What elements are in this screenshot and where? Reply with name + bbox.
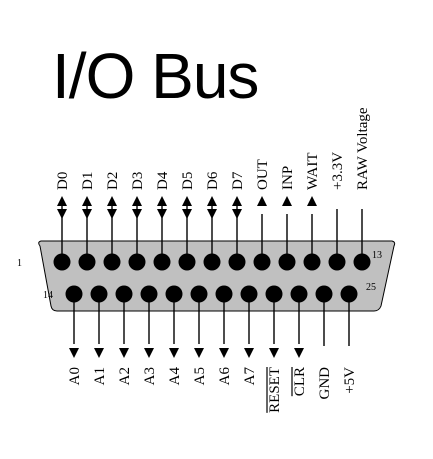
- pin-20-contact: [215, 285, 233, 303]
- pin-22-arrow-down-icon: [269, 348, 279, 358]
- pin-2-arrow-down-icon: [82, 209, 92, 219]
- pin-22-contact: [265, 285, 283, 303]
- pin-2-label: D1: [80, 172, 96, 190]
- pin-24-contact: [315, 285, 333, 303]
- pin-7-contact: [203, 253, 221, 271]
- pin-18-label: A4: [167, 367, 183, 386]
- pin-7-arrow-down-icon: [207, 209, 217, 219]
- pin-11-arrow-up-icon: [307, 196, 317, 206]
- pin-11-label: WAIT: [305, 153, 321, 191]
- pin-number-25: 25: [366, 282, 376, 293]
- pin-16-label: A2: [117, 367, 133, 385]
- pin-17-label: A3: [142, 367, 158, 385]
- pin-12-contact: [328, 253, 346, 271]
- pin-10-contact: [278, 253, 296, 271]
- pin-13-label: RAW Voltage: [355, 107, 371, 190]
- pin-14-contact: [65, 285, 83, 303]
- pin-19-contact: [190, 285, 208, 303]
- pin-14-label: A0: [67, 367, 83, 385]
- pin-3-contact: [103, 253, 121, 271]
- pin-17-contact: [140, 285, 158, 303]
- pin-17-arrow-down-icon: [144, 348, 154, 358]
- pin-22-label: RESET: [267, 367, 283, 413]
- pin-4-label: D3: [130, 172, 146, 190]
- pin-8-label: D7: [230, 171, 246, 190]
- pin-15-label: A1: [92, 367, 108, 385]
- pin-16-arrow-down-icon: [119, 348, 129, 358]
- pin-3-arrow-down-icon: [107, 209, 117, 219]
- pin-10-label: INP: [280, 166, 296, 190]
- pin-23-arrow-down-icon: [294, 348, 304, 358]
- pin-1-arrow-down-icon: [57, 209, 67, 219]
- pin-4-arrow-up-icon: [132, 196, 142, 206]
- pin-24-label: GND: [317, 367, 333, 400]
- pin-3-label: D2: [105, 172, 121, 190]
- pin-5-arrow-down-icon: [157, 209, 167, 219]
- pin-14-arrow-down-icon: [69, 348, 79, 358]
- pin-9-label: OUT: [255, 159, 271, 190]
- pin-8-contact: [228, 253, 246, 271]
- pin-1-label: D0: [55, 172, 71, 190]
- pin-6-arrow-up-icon: [182, 196, 192, 206]
- pin-1-arrow-up-icon: [57, 196, 67, 206]
- pin-9-arrow-up-icon: [257, 196, 267, 206]
- pin-10-arrow-up-icon: [282, 196, 292, 206]
- pin-5-label: D4: [155, 171, 171, 190]
- pin-25-contact: [340, 285, 358, 303]
- pin-number-1: 1: [17, 258, 22, 269]
- diagram-title: I/O Bus: [52, 40, 259, 112]
- pin-19-label: A5: [192, 367, 208, 385]
- pin-18-arrow-down-icon: [169, 348, 179, 358]
- pin-number-14: 14: [43, 290, 53, 301]
- pin-21-contact: [240, 285, 258, 303]
- pin-8-arrow-up-icon: [232, 196, 242, 206]
- pin-15-contact: [90, 285, 108, 303]
- connector-body: [38, 240, 396, 312]
- pin-15-arrow-down-icon: [94, 348, 104, 358]
- pin-18-contact: [165, 285, 183, 303]
- pin-16-contact: [115, 285, 133, 303]
- pin-8-arrow-down-icon: [232, 209, 242, 219]
- pin-2-arrow-up-icon: [82, 196, 92, 206]
- pin-12-label: +3.3V: [330, 152, 346, 190]
- pin-4-contact: [128, 253, 146, 271]
- pin-9-contact: [253, 253, 271, 271]
- pin-25-label: +5V: [342, 367, 358, 394]
- pin-23-label: CLR: [292, 367, 308, 396]
- pin-5-contact: [153, 253, 171, 271]
- pin-11-contact: [303, 253, 321, 271]
- pin-6-label: D5: [180, 172, 196, 190]
- pin-6-arrow-down-icon: [182, 209, 192, 219]
- pin-20-arrow-down-icon: [219, 348, 229, 358]
- pin-21-arrow-down-icon: [244, 348, 254, 358]
- pin-6-contact: [178, 253, 196, 271]
- pin-23-contact: [290, 285, 308, 303]
- pin-5-arrow-up-icon: [157, 196, 167, 206]
- pin-21-label: A7: [242, 367, 258, 386]
- pin-3-arrow-up-icon: [107, 196, 117, 206]
- pin-20-label: A6: [217, 367, 233, 386]
- pin-7-arrow-up-icon: [207, 196, 217, 206]
- pin-4-arrow-down-icon: [132, 209, 142, 219]
- pin-1-contact: [53, 253, 71, 271]
- pin-7-label: D6: [205, 171, 221, 190]
- pin-19-arrow-down-icon: [194, 348, 204, 358]
- pin-2-contact: [78, 253, 96, 271]
- pin-number-13: 13: [372, 250, 382, 261]
- pin-13-contact: [353, 253, 371, 271]
